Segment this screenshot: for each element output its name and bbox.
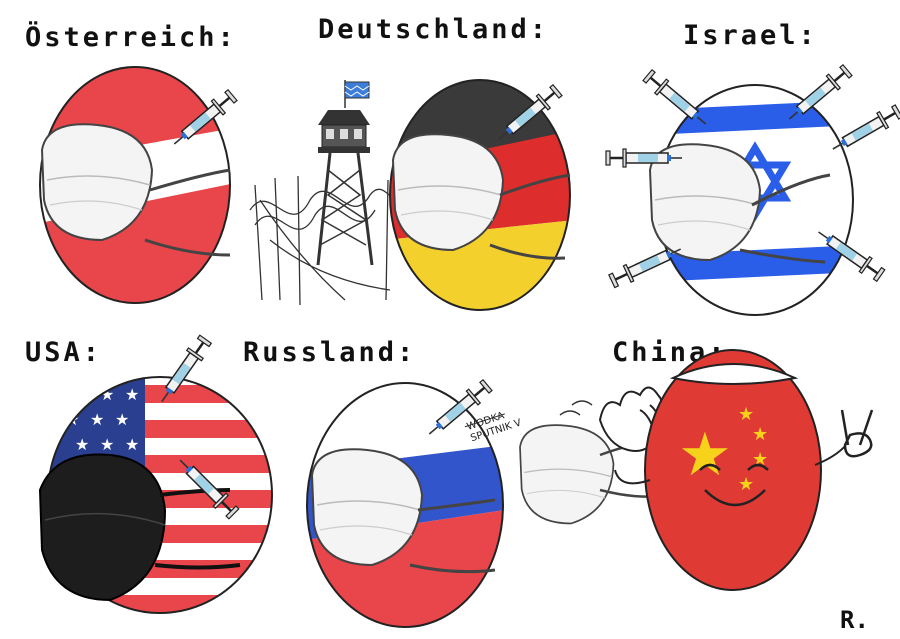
black-face-mask-icon	[38, 453, 167, 602]
svg-text:★: ★	[75, 385, 89, 404]
russia-egg: WODKA SPUTNIK V	[306, 377, 523, 628]
svg-text:★: ★	[75, 435, 89, 454]
face-mask-icon	[519, 424, 615, 525]
svg-text:★: ★	[738, 404, 754, 425]
israel-egg	[604, 62, 900, 316]
chinese-hat-icon	[669, 363, 799, 385]
svg-text:★: ★	[115, 410, 129, 429]
label-germany: Deutschland:	[318, 14, 550, 45]
svg-text:★: ★	[100, 435, 114, 454]
svg-text:★: ★	[125, 435, 139, 454]
svg-text:★: ★	[678, 420, 732, 490]
svg-text:★: ★	[65, 410, 79, 429]
label-austria: Österreich:	[25, 22, 237, 53]
watchtower-icon	[316, 80, 374, 266]
label-israel: Israel:	[683, 20, 818, 51]
label-usa: USA:	[25, 337, 103, 368]
svg-text:★: ★	[752, 424, 768, 445]
barbed-wire-icon	[249, 175, 411, 306]
germany-egg	[389, 79, 571, 311]
svg-text:★: ★	[738, 474, 754, 495]
usa-egg: ★★★ ★★★ ★★★	[38, 332, 273, 614]
signature: R.	[840, 606, 869, 634]
svg-text:★: ★	[90, 410, 104, 429]
svg-text:★: ★	[125, 385, 139, 404]
austria-egg	[39, 66, 240, 304]
peace-sign-hand-icon	[840, 409, 874, 458]
china-egg: ★ ★ ★ ★ ★	[614, 349, 851, 591]
label-russia: Russland:	[243, 337, 417, 368]
